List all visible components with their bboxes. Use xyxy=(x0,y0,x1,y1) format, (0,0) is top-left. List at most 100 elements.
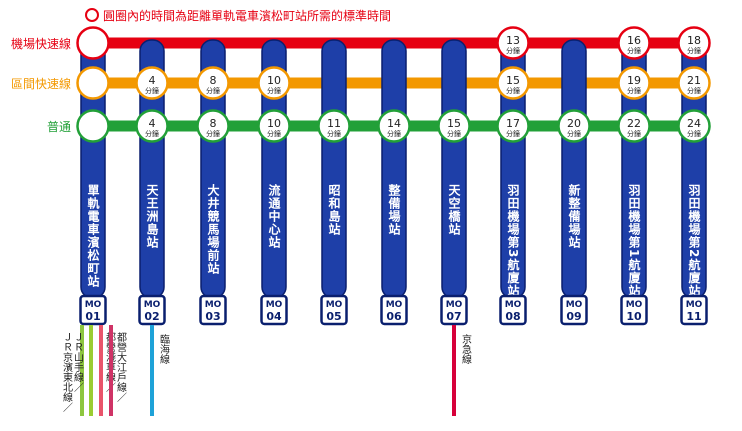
station-code-prefix: MO xyxy=(566,300,583,310)
travel-time: 10 xyxy=(267,74,281,87)
station-code-number: 05 xyxy=(326,310,341,323)
station-pillar xyxy=(321,39,347,299)
station-code-number: 07 xyxy=(446,310,461,323)
travel-time: 15 xyxy=(506,74,520,87)
station-code-prefix: MO xyxy=(266,300,283,310)
station-code-prefix: MO xyxy=(686,300,703,310)
station-code-number: 02 xyxy=(144,310,159,323)
stop-circle xyxy=(257,109,291,143)
travel-time: 17 xyxy=(506,117,520,130)
minutes-unit: 分鐘 xyxy=(206,129,220,138)
stop-circle xyxy=(677,109,711,143)
stop-circle xyxy=(196,109,230,143)
service-label: 區間快速線 xyxy=(11,76,71,91)
transfer-label: 臨海線 xyxy=(158,333,170,364)
station-code-badge xyxy=(380,294,408,326)
travel-time: 21 xyxy=(687,74,701,87)
travel-time: 24 xyxy=(687,117,701,130)
station-name: 羽田機場第2航廈站 xyxy=(687,184,701,298)
station-code-prefix: MO xyxy=(386,300,403,310)
travel-time: 4 xyxy=(149,74,156,87)
travel-time: 19 xyxy=(627,74,641,87)
station-code-badge xyxy=(620,294,648,326)
station-name: 昭和島站 xyxy=(327,184,341,236)
station-code-badge xyxy=(499,294,527,326)
station-pillar xyxy=(441,39,467,299)
station-name: 羽田機場第3航廈站 xyxy=(506,184,520,298)
station-name: 天王洲島站 xyxy=(145,184,159,249)
travel-time: 13 xyxy=(506,34,520,47)
minutes-unit: 分鐘 xyxy=(387,129,401,138)
station-code-prefix: MO xyxy=(205,300,222,310)
transfer-label: 京急線 xyxy=(460,333,472,364)
minutes-unit: 分鐘 xyxy=(687,46,701,55)
travel-time: 8 xyxy=(210,74,217,87)
service-label: 機場快速線 xyxy=(11,36,71,51)
station-code-badge xyxy=(199,294,227,326)
travel-time: 8 xyxy=(210,117,217,130)
stop-circle xyxy=(617,66,651,100)
station-code-number: 01 xyxy=(85,310,100,323)
minutes-unit: 分鐘 xyxy=(267,86,281,95)
minutes-unit: 分鐘 xyxy=(567,129,581,138)
station-code-number: 10 xyxy=(626,310,642,323)
station-code-number: 03 xyxy=(205,310,220,323)
stop-circle xyxy=(196,66,230,100)
station-name: 流通中心站 xyxy=(267,183,281,249)
travel-time: 4 xyxy=(149,117,156,130)
travel-time: 11 xyxy=(327,117,341,130)
stop-circle xyxy=(557,109,591,143)
minutes-unit: 分鐘 xyxy=(687,129,701,138)
stop-circle xyxy=(76,109,110,143)
stop-circle xyxy=(677,26,711,60)
station-code-number: 04 xyxy=(266,310,282,323)
minutes-unit: 分鐘 xyxy=(206,86,220,95)
station-name: 大井競馬場前站 xyxy=(206,183,220,275)
station-code-number: 11 xyxy=(686,310,701,323)
stop-circle xyxy=(257,66,291,100)
stop-circle xyxy=(496,26,530,60)
legend: 圓圈內的時間為距離單軌電車濱松町站所需的標準時間 xyxy=(85,8,391,23)
minutes-unit: 分鐘 xyxy=(627,46,641,55)
transfer-label: ＪＲ京濱東北線／ xyxy=(61,332,73,412)
station-name: 新整備場站 xyxy=(567,183,581,249)
stop-circle xyxy=(76,26,110,60)
station-pillar xyxy=(381,39,407,299)
stations: 單軌電車濱松町站MO01天王洲島站MO024分鐘4分鐘大井競馬場前站MO038分… xyxy=(76,26,711,326)
travel-time: 15 xyxy=(447,117,461,130)
station-name: 整備場站 xyxy=(387,183,401,236)
travel-time: 22 xyxy=(627,117,641,130)
station-code-badge xyxy=(560,294,588,326)
minutes-unit: 分鐘 xyxy=(327,129,341,138)
minutes-unit: 分鐘 xyxy=(506,46,520,55)
stop-circle xyxy=(135,109,169,143)
station-code-prefix: MO xyxy=(85,300,102,310)
travel-time: 14 xyxy=(387,117,401,130)
stop-circle xyxy=(377,109,411,143)
transfer-label: ＪＲ山手線／ xyxy=(72,332,84,392)
minutes-unit: 分鐘 xyxy=(627,129,641,138)
stop-circle xyxy=(677,66,711,100)
stop-circle xyxy=(135,66,169,100)
travel-time: 10 xyxy=(267,117,281,130)
station-name: 羽田機場第1航廈站 xyxy=(627,184,641,298)
minutes-unit: 分鐘 xyxy=(145,129,159,138)
station-code-badge xyxy=(260,294,288,326)
station-code-prefix: MO xyxy=(446,300,463,310)
legend-text: 圓圈內的時間為距離單軌電車濱松町站所需的標準時間 xyxy=(103,8,391,23)
stop-circle xyxy=(617,109,651,143)
